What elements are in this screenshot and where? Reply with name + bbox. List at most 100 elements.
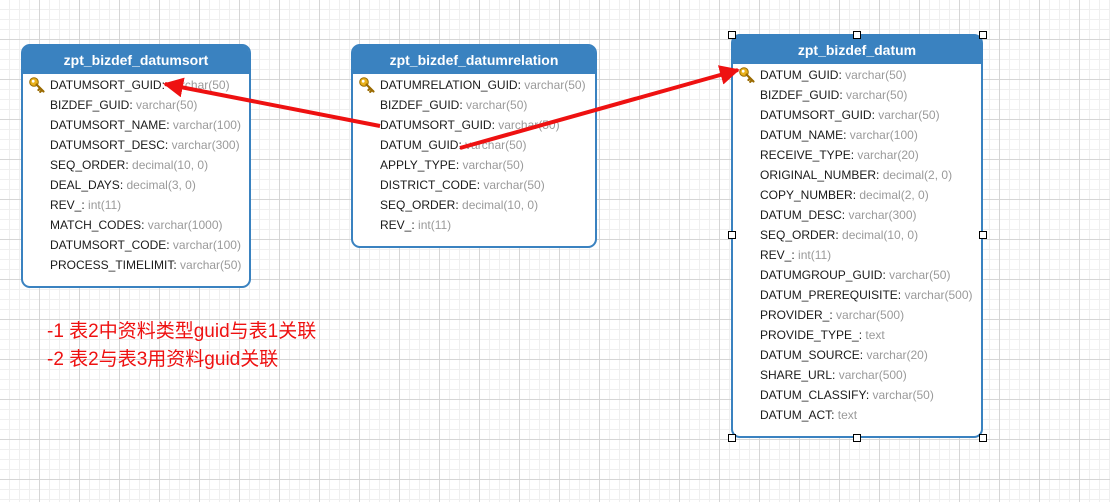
column-row[interactable]: DATUM_CLASSIFY: varchar(50) [733, 385, 981, 405]
column-row[interactable]: BIZDEF_GUID: varchar(50) [23, 95, 249, 115]
column-text: DATUMSORT_GUID: varchar(50) [380, 115, 560, 135]
column-row[interactable]: DATUMSORT_CODE: varchar(100) [23, 235, 249, 255]
column-name: DATUMSORT_GUID [380, 118, 492, 132]
column-row[interactable]: DATUM_DESC: varchar(300) [733, 205, 981, 225]
column-text: SEQ_ORDER: decimal(10, 0) [50, 155, 208, 175]
column-name: DEAL_DAYS [50, 178, 120, 192]
primary-key-icon [359, 77, 375, 93]
column-text: COPY_NUMBER: decimal(2, 0) [760, 185, 929, 205]
column-separator: : [897, 288, 905, 302]
relation-arrow-datum [459, 65, 740, 150]
column-name: APPLY_TYPE [380, 158, 456, 172]
column-type: decimal(10, 0) [132, 158, 209, 172]
column-separator: : [125, 158, 133, 172]
column-name: ORIGINAL_NUMBER [760, 168, 877, 182]
column-name: REV_ [760, 248, 792, 262]
column-row[interactable]: DATUM_NAME: varchar(100) [733, 125, 981, 145]
column-list: DATUM_GUID: varchar(50)BIZDEF_GUID: varc… [733, 64, 981, 425]
column-separator: : [835, 228, 843, 242]
column-row[interactable]: DATUM_SOURCE: varchar(20) [733, 345, 981, 365]
column-name: REV_ [50, 198, 82, 212]
column-row[interactable]: APPLY_TYPE: varchar(50) [353, 155, 595, 175]
column-separator: : [129, 98, 137, 112]
column-row[interactable]: DATUM_GUID: varchar(50) [733, 65, 981, 85]
primary-key-icon [29, 77, 45, 93]
column-row[interactable]: PROCESS_TIMELIMIT: varchar(50) [23, 255, 249, 275]
column-name: DATUMSORT_GUID [760, 108, 872, 122]
column-row[interactable]: RECEIVE_TYPE: varchar(20) [733, 145, 981, 165]
column-row[interactable]: DATUMSORT_GUID: varchar(50) [733, 105, 981, 125]
column-separator: : [850, 148, 858, 162]
column-type: varchar(300) [848, 208, 917, 222]
column-type: varchar(500) [838, 368, 907, 382]
column-row[interactable]: COPY_NUMBER: decimal(2, 0) [733, 185, 981, 205]
resize-handle-top[interactable] [853, 31, 861, 39]
column-list: DATUMSORT_GUID: varchar(50)BIZDEF_GUID: … [23, 74, 249, 275]
column-text: PROVIDER_: varchar(500) [760, 305, 904, 325]
column-separator: : [843, 128, 850, 142]
column-name: DATUM_GUID [380, 138, 459, 152]
column-row[interactable]: DATUM_PREREQUISITE: varchar(500) [733, 285, 981, 305]
column-row[interactable]: PROVIDE_TYPE_: text [733, 325, 981, 345]
column-text: DATUMRELATION_GUID: varchar(50) [380, 75, 586, 95]
resize-handle-top-left[interactable] [728, 31, 736, 39]
column-separator: : [81, 198, 89, 212]
column-row[interactable]: DISTRICT_CODE: varchar(50) [353, 175, 595, 195]
column-type: varchar(50) [466, 98, 528, 112]
column-type: decimal(3, 0) [126, 178, 196, 192]
column-row[interactable]: MATCH_CODES: varchar(1000) [23, 215, 249, 235]
column-name: DATUMGROUP_GUID [760, 268, 883, 282]
column-separator: : [459, 98, 467, 112]
column-name: SHARE_URL [760, 368, 833, 382]
column-row[interactable]: SEQ_ORDER: decimal(10, 0) [23, 155, 249, 175]
column-name: DATUM_GUID [760, 68, 839, 82]
column-row[interactable]: PROVIDER_: varchar(500) [733, 305, 981, 325]
column-row[interactable]: REV_: int(11) [733, 245, 981, 265]
column-separator: : [839, 88, 847, 102]
column-row[interactable]: SEQ_ORDER: decimal(10, 0) [353, 195, 595, 215]
column-row[interactable]: DATUM_ACT: text [733, 405, 981, 425]
column-row[interactable]: BIZDEF_GUID: varchar(50) [353, 95, 595, 115]
column-separator: : [829, 308, 837, 322]
column-type: int(11) [88, 198, 122, 212]
column-separator: : [852, 188, 860, 202]
resize-handle-bottom-left[interactable] [728, 434, 736, 442]
column-text: DATUM_NAME: varchar(100) [760, 125, 918, 145]
resize-handle-bottom-right[interactable] [979, 434, 987, 442]
column-text: REV_: int(11) [760, 245, 831, 265]
column-type: varchar(500) [836, 308, 905, 322]
resize-handle-right[interactable] [979, 231, 987, 239]
column-row[interactable]: REV_: int(11) [353, 215, 595, 235]
column-row[interactable]: REV_: int(11) [23, 195, 249, 215]
column-text: DATUMSORT_CODE: varchar(100) [50, 235, 241, 255]
column-name: SEQ_ORDER [50, 158, 126, 172]
column-row[interactable]: DEAL_DAYS: decimal(3, 0) [23, 175, 249, 195]
table-datumsort[interactable]: zpt_bizdef_datumsort DATUMSORT_GUID: var… [21, 44, 251, 288]
column-row[interactable]: ORIGINAL_NUMBER: decimal(2, 0) [733, 165, 981, 185]
column-row[interactable]: DATUMSORT_NAME: varchar(100) [23, 115, 249, 135]
column-row[interactable]: BIZDEF_GUID: varchar(50) [733, 85, 981, 105]
annotation-notes: -1 表2中资料类型guid与表1关联 -2 表2与表3用资料guid关联 [47, 318, 316, 374]
column-name: RECEIVE_TYPE [760, 148, 851, 162]
column-name: DATUMRELATION_GUID [380, 78, 518, 92]
column-row[interactable]: DATUMSORT_DESC: varchar(300) [23, 135, 249, 155]
column-name: DATUM_ACT [760, 408, 832, 422]
column-row[interactable]: DATUMRELATION_GUID: varchar(50) [353, 75, 595, 95]
column-row[interactable]: SHARE_URL: varchar(500) [733, 365, 981, 385]
resize-handle-bottom[interactable] [853, 434, 861, 442]
column-name: BIZDEF_GUID [760, 88, 840, 102]
column-row[interactable]: DATUMSORT_GUID: varchar(50) [353, 115, 595, 135]
column-text: DATUM_PREREQUISITE: varchar(500) [760, 285, 973, 305]
column-row[interactable]: SEQ_ORDER: decimal(10, 0) [733, 225, 981, 245]
column-text: DATUMGROUP_GUID: varchar(50) [760, 265, 950, 285]
note-line-2: -2 表2与表3用资料guid关联 [47, 349, 279, 370]
column-row[interactable]: DATUMGROUP_GUID: varchar(50) [733, 265, 981, 285]
column-row[interactable]: DATUMSORT_GUID: varchar(50) [23, 75, 249, 95]
column-type: varchar(20) [857, 148, 919, 162]
resize-handle-left[interactable] [728, 231, 736, 239]
resize-handle-top-right[interactable] [979, 31, 987, 39]
column-name: DATUM_CLASSIFY [760, 388, 866, 402]
column-text: DATUM_ACT: text [760, 405, 857, 425]
column-name: DATUMSORT_DESC [50, 138, 165, 152]
